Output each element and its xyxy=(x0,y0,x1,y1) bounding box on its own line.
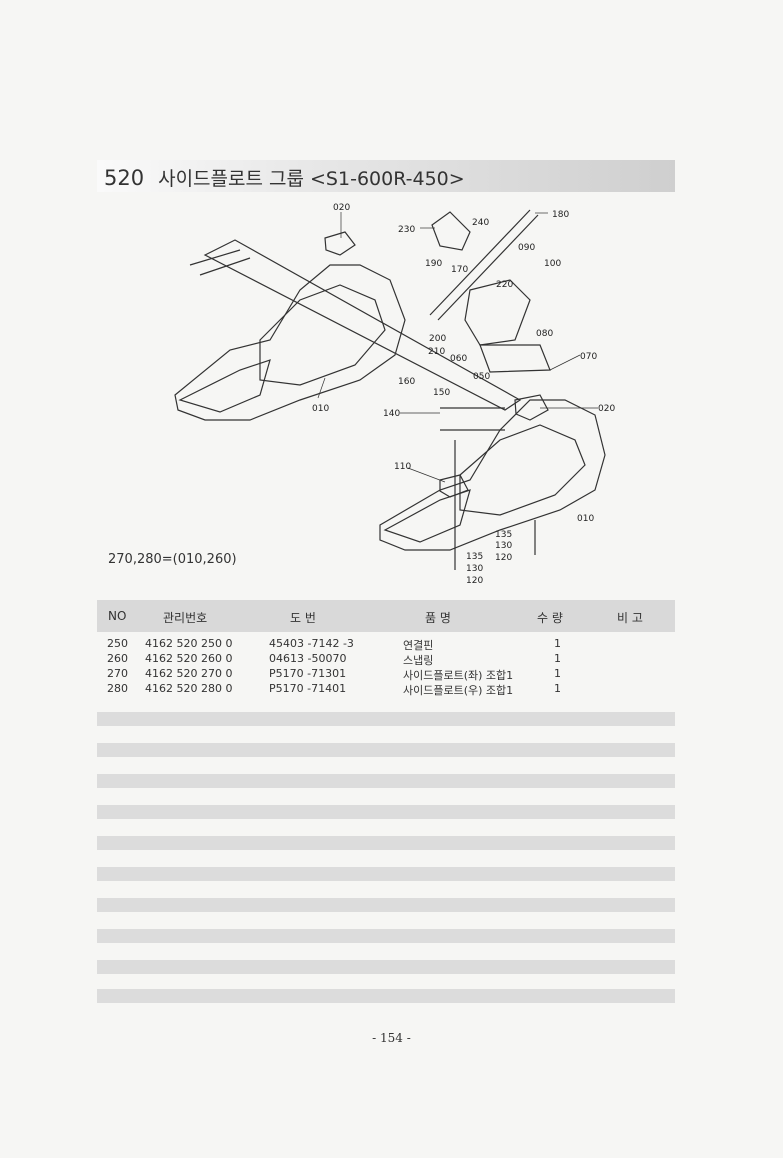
plate-070 xyxy=(479,344,551,373)
callout-140: 140 xyxy=(383,409,400,419)
part-020-right xyxy=(514,394,549,421)
frame-arm-2 xyxy=(199,257,251,276)
callout-010-left: 010 xyxy=(312,404,329,414)
cell-management-no: 4162 520 260 0 xyxy=(145,652,233,665)
callout-120-right: 120 xyxy=(495,553,512,563)
exploded-parts-diagram: 020 230 240 180 190 170 090 100 220 080 … xyxy=(174,203,615,586)
cell-part-name: 연결핀 xyxy=(403,639,434,652)
cell-quantity: 1 xyxy=(554,682,561,695)
empty-row-stripe xyxy=(97,712,675,726)
pipe-180-b xyxy=(437,214,539,321)
callout-070: 070 xyxy=(580,352,597,362)
cell-management-no: 4162 520 270 0 xyxy=(145,667,233,680)
assembly-note: 270,280=(010,260) xyxy=(108,552,237,567)
callout-150: 150 xyxy=(433,388,450,398)
table-row: 270 4162 520 270 0 P5170 -71301 사이드플로트(좌… xyxy=(97,666,675,682)
table-body: 250 4162 520 250 0 45403 -7142 -3 연결핀 1 … xyxy=(97,632,675,697)
right-float-inner xyxy=(459,424,586,516)
section-name: 사이드플로트 그룹 <S1-600R-450> xyxy=(158,168,465,190)
cell-no: 280 xyxy=(107,682,128,695)
empty-row-stripe xyxy=(97,929,675,943)
callout-090: 090 xyxy=(518,243,535,253)
parts-table: NO 관리번호 도 번 품 명 수 량 비 고 250 4162 520 250… xyxy=(97,600,675,697)
cell-management-no: 4162 520 280 0 xyxy=(145,682,233,695)
section-title: 520 사이드플로트 그룹 <S1-600R-450> xyxy=(104,164,465,191)
callout-220: 220 xyxy=(496,280,513,290)
callout-130-left: 130 xyxy=(466,564,483,574)
table-row: 250 4162 520 250 0 45403 -7142 -3 연결핀 1 xyxy=(97,636,675,652)
callout-130-right: 130 xyxy=(495,541,512,551)
callout-110: 110 xyxy=(394,462,411,472)
cell-no: 260 xyxy=(107,652,128,665)
section-number: 520 xyxy=(104,166,145,190)
callout-080: 080 xyxy=(536,329,553,339)
cell-part-name: 스냅링 xyxy=(403,654,434,667)
empty-row-stripe xyxy=(97,960,675,974)
col-header-management-no: 관리번호 xyxy=(163,611,208,625)
part-230 xyxy=(431,211,471,251)
cell-part-name: 사이드플로트(좌) 조합1 xyxy=(403,669,514,682)
left-float-skid xyxy=(178,359,271,413)
cell-quantity: 1 xyxy=(554,652,561,665)
callout-135-left: 135 xyxy=(466,552,483,562)
callout-200: 200 xyxy=(429,334,446,344)
callout-020-right: 020 xyxy=(598,404,615,414)
callout-100: 100 xyxy=(544,259,561,269)
callout-020-top: 020 xyxy=(333,203,350,213)
cell-quantity: 1 xyxy=(554,637,561,650)
col-header-no: NO xyxy=(108,609,127,623)
cell-no: 270 xyxy=(107,667,128,680)
cell-drawing-no: P5170 -71401 xyxy=(269,682,347,695)
col-header-remarks: 비 고 xyxy=(617,611,643,625)
left-float-body xyxy=(174,264,406,421)
empty-row-stripe xyxy=(97,805,675,819)
right-float-body xyxy=(379,399,606,551)
empty-row-stripe xyxy=(97,989,675,1003)
empty-row-stripe xyxy=(97,836,675,850)
col-header-quantity: 수 량 xyxy=(537,611,563,625)
bracket-080 xyxy=(464,279,531,346)
right-float-skid xyxy=(383,489,471,543)
callout-170: 170 xyxy=(451,265,468,275)
callout-060: 060 xyxy=(450,354,467,364)
table-row: 280 4162 520 280 0 P5170 -71401 사이드플로트(우… xyxy=(97,681,675,697)
callout-180: 180 xyxy=(552,210,569,220)
cell-drawing-no: 45403 -7142 -3 xyxy=(269,637,354,650)
cell-drawing-no: P5170 -71301 xyxy=(269,667,347,680)
cell-no: 250 xyxy=(107,637,128,650)
section-title-bar xyxy=(97,160,675,192)
callout-050: 050 xyxy=(473,372,490,382)
empty-row-stripe xyxy=(97,898,675,912)
callout-240: 240 xyxy=(472,218,489,228)
cell-part-name: 사이드플로트(우) 조합1 xyxy=(403,684,514,697)
cell-quantity: 1 xyxy=(554,667,561,680)
cell-management-no: 4162 520 250 0 xyxy=(145,637,233,650)
pipe-180 xyxy=(429,209,531,316)
table-row: 260 4162 520 260 0 04613 -50070 스냅링 1 xyxy=(97,651,675,667)
callout-210: 210 xyxy=(428,347,445,357)
part-020-top xyxy=(324,231,356,256)
empty-row-stripe xyxy=(97,867,675,881)
callout-190: 190 xyxy=(425,259,442,269)
part-110 xyxy=(439,474,469,498)
callout-120-left: 120 xyxy=(466,576,483,586)
left-float-inner xyxy=(259,284,386,386)
callout-230: 230 xyxy=(398,225,415,235)
callout-160: 160 xyxy=(398,377,415,387)
col-header-part-name: 품 명 xyxy=(425,611,451,625)
callout-135-right: 135 xyxy=(495,530,512,540)
callout-010-right: 010 xyxy=(577,514,594,524)
empty-row-stripe xyxy=(97,743,675,757)
col-header-drawing-no: 도 번 xyxy=(290,611,316,625)
frame-bar xyxy=(203,239,522,411)
cell-drawing-no: 04613 -50070 xyxy=(269,652,347,665)
page-number: - 154 - xyxy=(372,1031,411,1045)
empty-row-stripe xyxy=(97,774,675,788)
frame-arm-1 xyxy=(189,249,241,266)
table-header: NO 관리번호 도 번 품 명 수 량 비 고 xyxy=(97,600,675,632)
